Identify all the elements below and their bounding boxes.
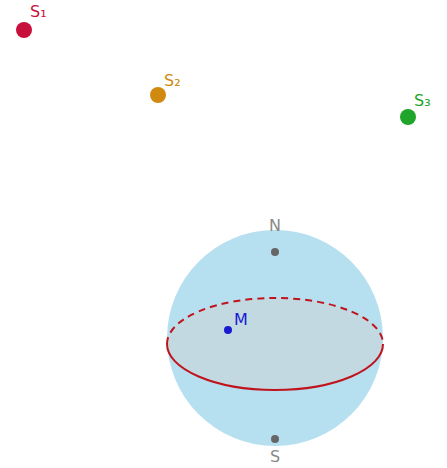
pole-label: S: [270, 449, 280, 465]
north-pole: [271, 248, 279, 256]
point-label: M: [234, 312, 248, 328]
point-label: S₂: [164, 73, 181, 89]
point-label: S₃: [414, 93, 431, 109]
point-s3: [400, 109, 416, 125]
point-label: S₁: [30, 4, 47, 20]
point-s2: [150, 87, 166, 103]
point-m: [224, 326, 232, 334]
point-s1: [16, 22, 32, 38]
pole-label: N: [269, 218, 281, 234]
equator-front: [167, 344, 383, 390]
equator-back: [167, 298, 383, 344]
sphere: [167, 230, 383, 446]
south-pole: [271, 435, 279, 443]
equator-disc: [167, 298, 383, 390]
